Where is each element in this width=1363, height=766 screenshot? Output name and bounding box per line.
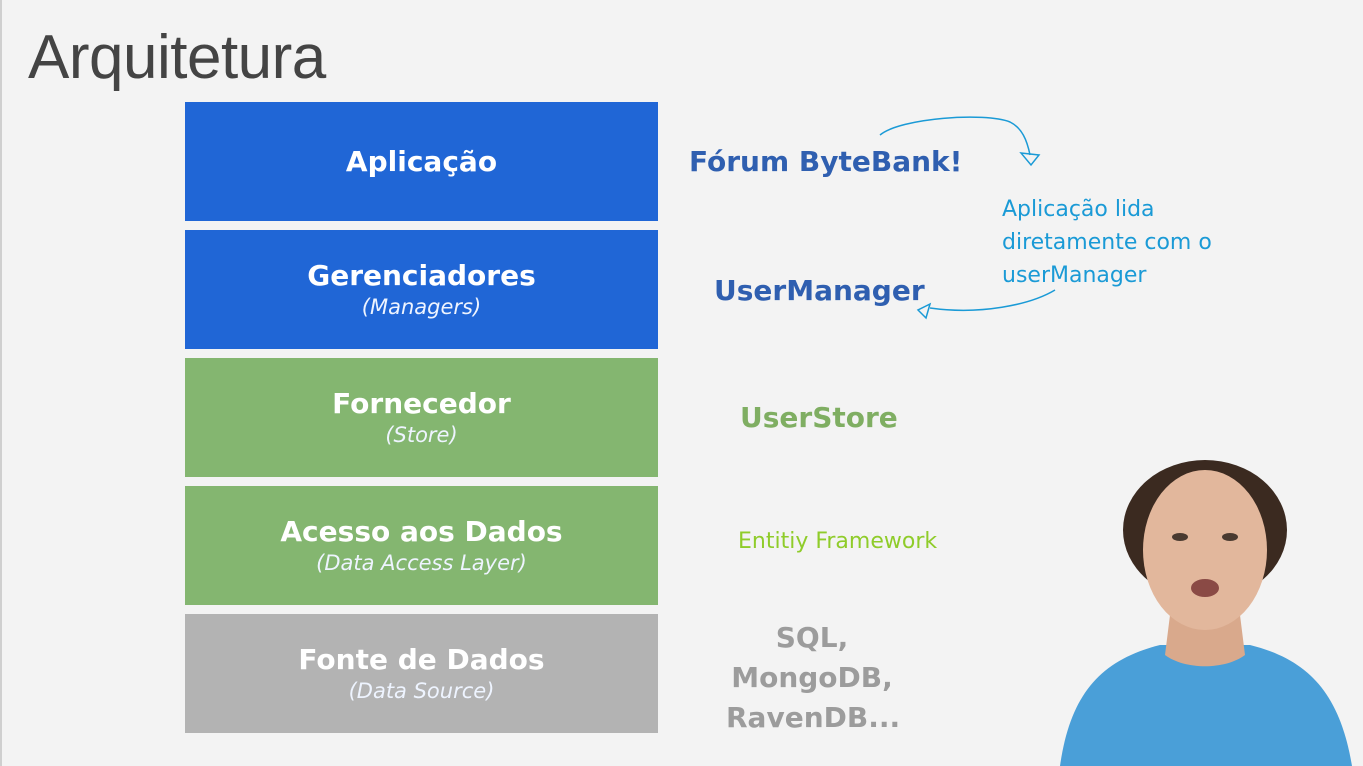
layer-subtitle: (Store)	[385, 422, 458, 447]
slide-left-border	[0, 0, 2, 766]
db-line: MongoDB,	[731, 661, 893, 694]
example-data-source: SQL, MongoDB, RavenDB...	[726, 618, 901, 738]
layer-name: Gerenciadores	[307, 258, 536, 292]
layer-subtitle: (Managers)	[361, 294, 482, 319]
db-line: SQL,	[775, 621, 849, 654]
presenter-face	[1143, 470, 1267, 630]
layer-name: Fornecedor	[332, 386, 511, 420]
layer-application: Aplicação	[185, 102, 658, 221]
annotation-note: Aplicação lida diretamente com o userMan…	[1002, 193, 1242, 292]
presenter-eye-right	[1222, 533, 1238, 541]
layer-name: Fonte de Dados	[298, 642, 545, 676]
annotation-line: userManager	[1002, 263, 1147, 288]
presenter-neck	[1165, 615, 1245, 667]
layer-subtitle: (Data Access Layer)	[316, 550, 527, 575]
top-curved-arrow	[879, 116, 1031, 156]
presenter-mouth	[1191, 579, 1219, 597]
bottom-arrowhead	[916, 302, 932, 320]
layer-name: Aplicação	[345, 144, 498, 178]
layer-store: Fornecedor (Store)	[185, 358, 658, 477]
layer-data-source: Fonte de Dados (Data Source)	[185, 614, 658, 733]
presenter-shirt	[1060, 645, 1352, 766]
top-arrowhead	[1019, 152, 1041, 167]
example-data-access: Entitiy Framework	[738, 529, 938, 554]
layer-managers: Gerenciadores (Managers)	[185, 230, 658, 349]
example-store: UserStore	[740, 401, 898, 434]
layer-subtitle: (Data Source)	[348, 678, 495, 703]
bottom-curved-arrow	[929, 289, 1056, 311]
annotation-line: Aplicação lida	[1002, 197, 1155, 222]
layer-data-access: Acesso aos Dados (Data Access Layer)	[185, 486, 658, 605]
layer-name: Acesso aos Dados	[280, 514, 563, 548]
presenter-eye-left	[1172, 533, 1188, 541]
presenter-video	[1060, 460, 1352, 766]
annotation-line: diretamente com o	[1002, 230, 1212, 255]
db-line: RavenDB...	[726, 701, 901, 734]
slide-title: Arquitetura	[28, 23, 326, 92]
example-managers: UserManager	[714, 274, 925, 307]
example-app: Fórum ByteBank!	[689, 145, 963, 178]
